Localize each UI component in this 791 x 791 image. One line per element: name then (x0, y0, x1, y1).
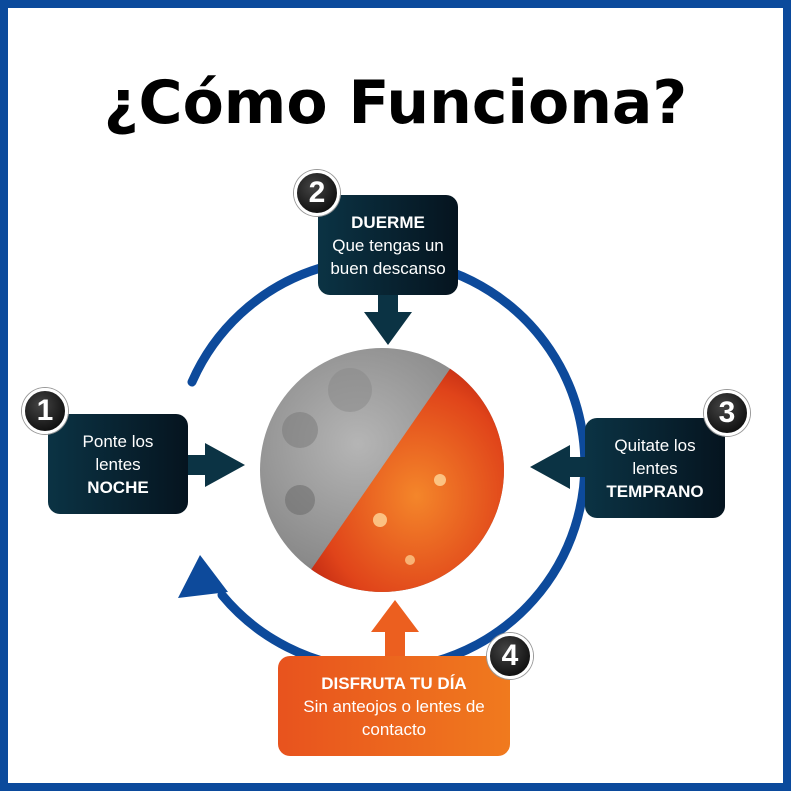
step-1-text: lentes (95, 454, 141, 474)
step-4-text: Sin anteojos o lentes de (303, 696, 485, 716)
step-1-box: Ponte los lentes NOCHE (48, 414, 188, 514)
step-3-text: lentes (632, 458, 678, 478)
step-1-badge: 1 (22, 388, 68, 434)
step-4-box: DISFRUTA TU DÍA Sin anteojos o lentes de… (278, 656, 510, 756)
step-4-badge: 4 (487, 633, 533, 679)
step-2-text: buen descanso (330, 258, 446, 278)
step-3-heading: TEMPRANO (606, 481, 704, 501)
arrow-up-icon (371, 600, 419, 657)
arrow-down-icon (364, 295, 412, 345)
step-3-badge: 3 (704, 390, 750, 436)
cycle-arrowhead-icon (178, 555, 228, 598)
arrow-right-icon (188, 443, 245, 487)
moon-sun-sphere (260, 348, 504, 592)
step-4-text: contacto (361, 719, 427, 739)
step-2-box: DUERME Que tengas un buen descanso (318, 195, 458, 295)
step-1-heading: NOCHE (87, 477, 149, 497)
page-title: ¿Cómo Funciona? (103, 68, 688, 138)
step-2-badge: 2 (294, 170, 340, 216)
step-4-heading: DISFRUTA TU DÍA (321, 673, 467, 693)
step-3-text: Quitate los (614, 435, 696, 455)
step-2-text: Que tengas un (332, 235, 444, 255)
arrow-left-icon (530, 445, 587, 489)
step-1-text: Ponte los (82, 431, 154, 451)
step-3-box: Quitate los lentes TEMPRANO (585, 418, 725, 518)
step-2-heading: DUERME (351, 212, 425, 232)
